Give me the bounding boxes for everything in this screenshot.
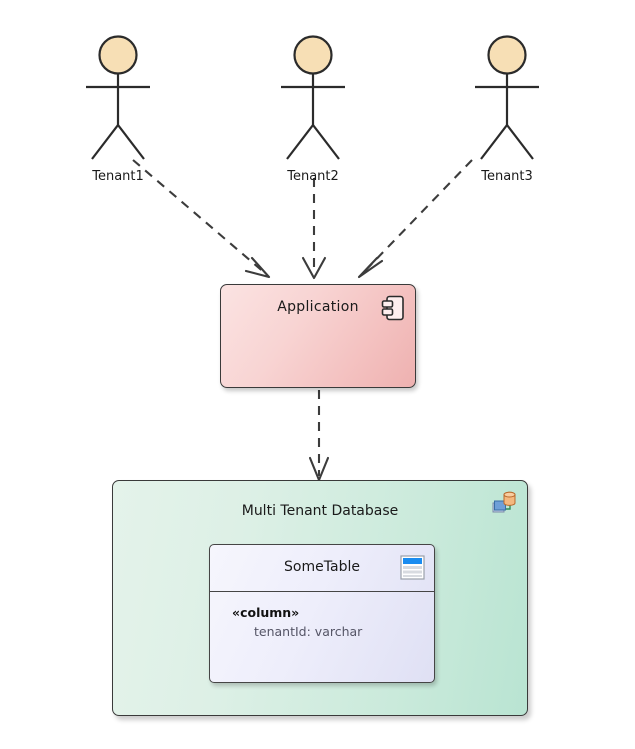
actor-tenant1-label: Tenant1 — [92, 169, 144, 184]
class-sometable-body: «column» tenantId: varchar — [210, 592, 434, 642]
actor-tenant3-label: Tenant3 — [481, 169, 533, 184]
actor-tenant2[interactable]: Tenant2 — [253, 25, 373, 184]
edge-application-database — [308, 390, 330, 482]
component-icon — [381, 295, 405, 325]
component-application[interactable]: Application — [220, 284, 416, 388]
actor-figure-icon — [281, 35, 345, 160]
node-multi-tenant-database-label: Multi Tenant Database — [241, 503, 399, 519]
class-attribute-tenantid: tenantId: varchar — [254, 624, 363, 639]
class-sometable-header: SomeTable — [210, 545, 434, 592]
class-sometable-name: SomeTable — [284, 559, 360, 575]
table-icon — [400, 555, 425, 584]
actor-figure-icon — [475, 35, 539, 160]
class-stereotype-column: «column» — [232, 605, 300, 620]
edge-tenant2-application — [301, 178, 327, 280]
class-sometable[interactable]: SomeTable «column» tenantId: varchar — [209, 544, 435, 683]
actor-tenant1[interactable]: Tenant1 — [58, 25, 178, 184]
component-application-label: Application — [277, 299, 359, 315]
actor-figure-icon — [86, 35, 150, 160]
database-node-icon — [491, 490, 517, 520]
node-multi-tenant-database[interactable]: Multi Tenant Database SomeTable — [112, 480, 528, 716]
actor-tenant2-label: Tenant2 — [287, 169, 339, 184]
actor-tenant3[interactable]: Tenant3 — [447, 25, 567, 184]
